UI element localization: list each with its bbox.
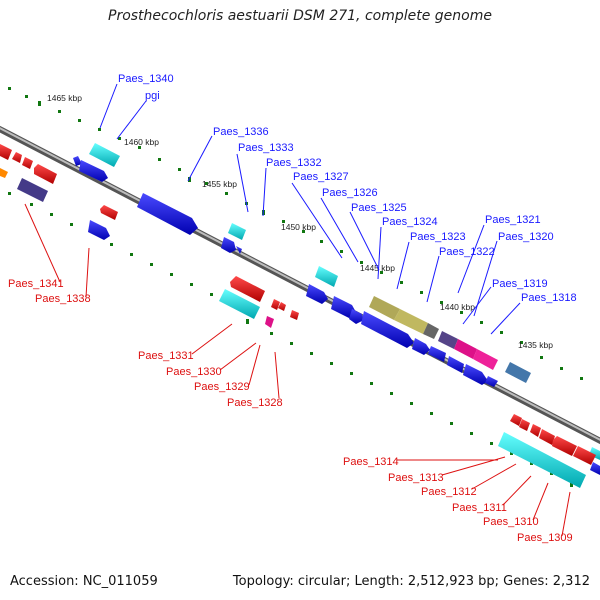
gene-feature bbox=[412, 338, 430, 355]
gene-label: Paes_1322 bbox=[439, 246, 495, 258]
gene-feature bbox=[73, 156, 82, 166]
gene-feature bbox=[230, 276, 265, 302]
gene-label: Paes_1333 bbox=[238, 142, 294, 154]
gene-label: Paes_1314 bbox=[343, 456, 399, 468]
gene-label: Paes_1336 bbox=[213, 126, 269, 138]
gene-label: Paes_1341 bbox=[8, 278, 64, 290]
gene-feature bbox=[505, 362, 531, 383]
gene-label: Paes_1338 bbox=[35, 293, 91, 305]
gene-feature bbox=[498, 432, 586, 488]
gene-labels-top: Paes_1340 pgi Paes_1336 Paes_1333 Paes_1… bbox=[118, 73, 577, 304]
gene-feature bbox=[447, 356, 464, 373]
gene-feature bbox=[331, 296, 357, 318]
gene-feature bbox=[428, 346, 446, 362]
gene-feature bbox=[306, 284, 328, 304]
gene-label: Paes_1312 bbox=[421, 486, 477, 498]
gene-feature bbox=[17, 178, 48, 202]
gene-feature bbox=[361, 311, 414, 348]
gene-feature bbox=[34, 164, 57, 184]
gene-feature bbox=[0, 144, 12, 160]
gene-label: Paes_1327 bbox=[293, 171, 349, 183]
gene-feature bbox=[519, 419, 530, 431]
gene-feature bbox=[219, 289, 260, 319]
gene-label: Paes_1330 bbox=[166, 366, 222, 378]
gene-feature bbox=[228, 223, 246, 240]
tick-label-1460: 1460 kbp bbox=[124, 137, 159, 147]
tick-label-1450: 1450 kbp bbox=[281, 222, 316, 232]
gene-feature bbox=[473, 349, 498, 370]
gene-feature bbox=[463, 364, 488, 385]
gene-label: Paes_1331 bbox=[138, 350, 194, 362]
gene-feature bbox=[22, 157, 33, 169]
gene-label: Paes_1311 bbox=[452, 502, 507, 514]
gene-feature bbox=[137, 193, 198, 235]
gene-feature bbox=[590, 462, 600, 475]
gene-labels-bottom: Paes_1341 Paes_1338 Paes_1331 Paes_1330 … bbox=[8, 278, 573, 544]
gene-label: Paes_1309 bbox=[517, 532, 573, 544]
leader-lines-red bbox=[24, 203, 571, 537]
map-title: Prosthecochloris aestuarii DSM 271, comp… bbox=[108, 8, 492, 24]
gene-feature bbox=[88, 220, 110, 240]
reverse-strand-genes bbox=[0, 144, 596, 465]
gene-feature bbox=[589, 447, 600, 460]
gene-label: Paes_1320 bbox=[498, 231, 554, 243]
gene-label: Paes_1321 bbox=[485, 214, 541, 226]
gene-label: Paes_1319 bbox=[492, 278, 548, 290]
gene-label: Paes_1328 bbox=[227, 397, 283, 409]
gene-feature bbox=[369, 296, 400, 320]
gene-feature bbox=[438, 331, 458, 349]
gene-feature bbox=[89, 143, 120, 167]
gene-feature bbox=[79, 160, 108, 182]
gene-label: Paes_1329 bbox=[194, 381, 250, 393]
gene-feature bbox=[530, 424, 541, 437]
gene-feature bbox=[454, 339, 477, 359]
gene-label: Paes_1313 bbox=[388, 472, 444, 484]
gene-feature bbox=[539, 429, 555, 445]
gene-feature bbox=[290, 310, 299, 320]
gene-feature bbox=[349, 309, 364, 324]
gene-feature bbox=[573, 446, 596, 465]
accession-text: Accession: NC_011059 bbox=[10, 574, 158, 589]
gene-label: Paes_1340 bbox=[118, 73, 174, 85]
gene-feature bbox=[394, 309, 428, 334]
gene-feature bbox=[0, 168, 8, 178]
tick-label-1435: 1435 kbp bbox=[518, 340, 553, 350]
gene-feature bbox=[100, 205, 118, 220]
gene-feature bbox=[221, 237, 236, 253]
gene-feature bbox=[265, 316, 274, 328]
scale-track-upper bbox=[8, 87, 583, 380]
gene-feature bbox=[510, 414, 522, 426]
gene-label: Paes_1332 bbox=[266, 157, 322, 169]
gene-feature bbox=[485, 376, 498, 387]
gene-label: Paes_1318 bbox=[521, 292, 577, 304]
tick-label-1455: 1455 kbp bbox=[202, 179, 237, 189]
gene-feature bbox=[278, 302, 286, 311]
gene-label: pgi bbox=[145, 90, 160, 102]
forward-strand-genes bbox=[17, 143, 600, 488]
tick-label-1440: 1440 kbp bbox=[440, 302, 475, 312]
gene-feature bbox=[271, 299, 280, 310]
leader-lines-blue bbox=[99, 83, 521, 335]
gene-feature bbox=[552, 436, 577, 456]
scale-track-lower bbox=[8, 192, 573, 487]
gene-feature bbox=[315, 266, 338, 287]
gene-label: Paes_1325 bbox=[351, 202, 407, 214]
tick-label-1465: 1465 kbp bbox=[47, 93, 82, 103]
gene-label: Paes_1324 bbox=[382, 216, 438, 228]
gene-label: Paes_1310 bbox=[483, 516, 539, 528]
gene-label: Paes_1326 bbox=[322, 187, 378, 199]
gene-feature bbox=[12, 152, 22, 163]
topology-text: Topology: circular; Length: 2,512,923 bp… bbox=[232, 574, 590, 589]
gene-feature bbox=[236, 246, 242, 254]
gene-feature bbox=[423, 323, 439, 339]
gene-label: Paes_1323 bbox=[410, 231, 466, 243]
